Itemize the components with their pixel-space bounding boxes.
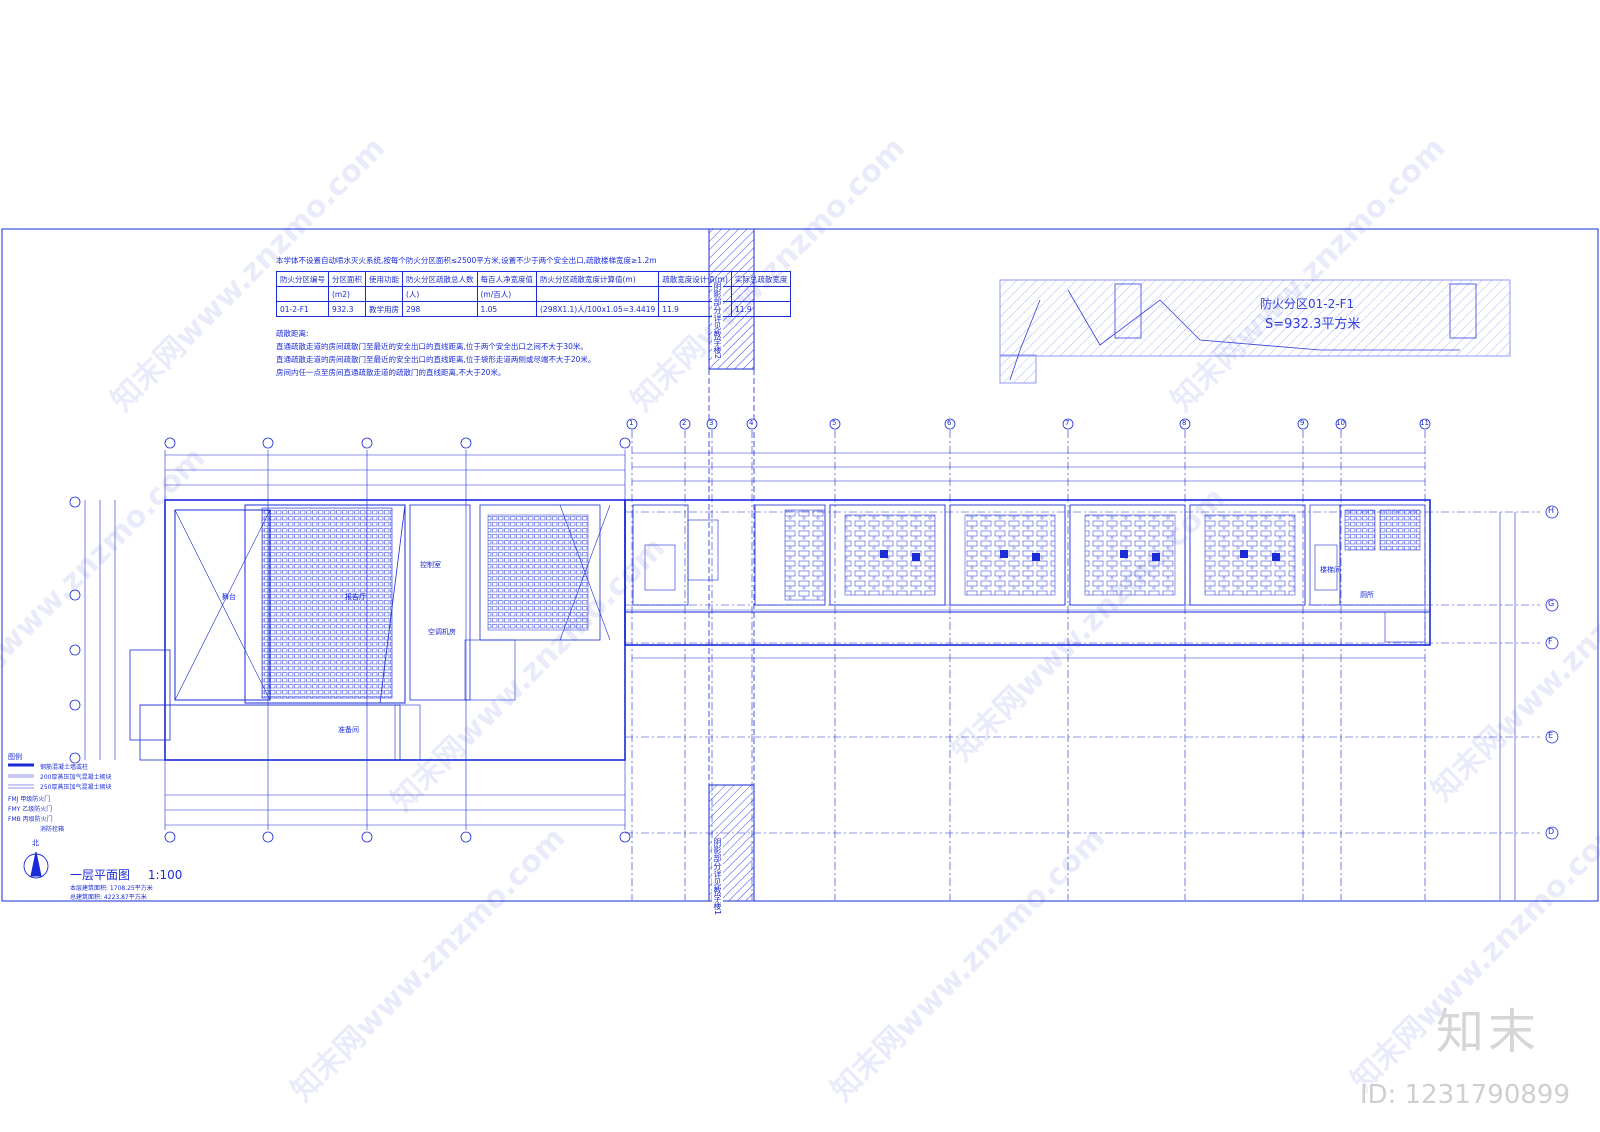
- fire-zone-area: S=932.3平方米: [1265, 317, 1361, 332]
- distance-line: 直通疏散走道的房间疏散门至最近的安全出口的直线距离,位于两个安全出口之间不大于3…: [276, 342, 588, 351]
- north-label: 北: [32, 839, 39, 847]
- table-header: 分区面积: [328, 271, 366, 287]
- legend-item: 200厚蒸压加气混凝土砌块: [40, 774, 112, 781]
- grid-label: 2: [682, 419, 687, 427]
- legend-item: FMJ 甲级防火门: [8, 796, 51, 803]
- fire-zone-diagram: [999, 279, 1511, 357]
- grid-label: 8: [1182, 419, 1187, 427]
- table-cell: 1.05: [476, 301, 537, 317]
- area-line: 本层建筑面积: 1708.25平方米: [70, 885, 153, 892]
- room-label: 准备间: [338, 726, 359, 734]
- legend-item: FMY 乙级防火门: [8, 806, 53, 813]
- legend-item: FMB 丙级防火门: [8, 816, 53, 823]
- drawing-title: 一层平面图 1:100: [70, 866, 182, 883]
- area-line: 总建筑面积: 4223.87平方米: [70, 894, 147, 901]
- right-axis-bubbles: [626, 418, 1559, 840]
- grid-label: 7: [1065, 419, 1070, 427]
- legend-item: 钢筋混凝土墙或柱: [40, 764, 89, 771]
- fire-zone-table: 防火分区编号 分区面积 使用功能 防火分区疏散总人数 每百人净宽度值 防火分区疏…: [276, 271, 792, 317]
- grid-label: 5: [832, 419, 837, 427]
- table-row: (m2) (人) (m/百人): [276, 286, 792, 302]
- room-label: 楼梯间: [1320, 566, 1341, 574]
- area-summary: 本层建筑面积: 1708.25平方米 总建筑面积: 4223.87平方米: [70, 884, 153, 902]
- plan-scale: 1:100: [147, 868, 183, 882]
- north-arrow-icon: [23, 851, 49, 879]
- grid-label: 3: [709, 419, 714, 427]
- grid-label: 11: [1420, 419, 1429, 427]
- left-axis-bubbles: [69, 437, 631, 843]
- left-dimensions: [84, 450, 626, 830]
- fire-zone-label: 防火分区01-2-F1: [1260, 297, 1355, 311]
- sheet-border: [1, 228, 1599, 902]
- classroom-boards: [880, 550, 1280, 561]
- fire-note-heading: 本学体不设置自动喷水灭火系统,按每个防火分区面积≤2500平方米,设置不少于两个…: [276, 256, 657, 265]
- grid-label: H: [1548, 506, 1555, 515]
- room-label: 空调机房: [428, 628, 456, 636]
- table-unit: [276, 286, 329, 302]
- table-unit: [535, 286, 660, 302]
- image-id: ID: 1231790899: [1359, 1080, 1570, 1110]
- distance-title: 疏散距离:: [276, 329, 309, 338]
- table-cell: 932.3: [328, 301, 366, 317]
- table-header: 防火分区疏散总人数: [402, 271, 478, 287]
- table-unit: (m2): [328, 286, 366, 302]
- brand-logo: 知末: [1435, 1004, 1540, 1060]
- classroom-block: [624, 499, 1431, 646]
- plan-title: 一层平面图: [70, 868, 131, 882]
- grid-label: G: [1548, 599, 1555, 608]
- distance-line: 房间内任一点至房间直通疏散走道的疏散门的直线距离,不大于20米。: [276, 368, 506, 377]
- room-label: 控制室: [420, 561, 441, 569]
- table-cell: (298X1.1)人/100x1.05=3.4419: [535, 301, 660, 317]
- distance-line: 直通疏散走道的房间疏散门至最近的安全出口的直线距离,位于袋形走道两侧或尽端不大于…: [276, 355, 596, 364]
- table-row: 防火分区编号 分区面积 使用功能 防火分区疏散总人数 每百人净宽度值 防火分区疏…: [276, 271, 792, 287]
- table-header: 每百人净宽度值: [476, 271, 537, 287]
- grid-label: 9: [1300, 419, 1305, 427]
- table-header: 防火分区疏散宽度计算值(m): [535, 271, 660, 287]
- table-cell: 教学用房: [365, 301, 403, 317]
- table-cell: 11.9: [730, 301, 792, 317]
- grid-label: 1: [629, 419, 634, 427]
- table-header: 使用功能: [365, 271, 403, 287]
- table-unit: (人): [402, 286, 478, 302]
- legend-item: 250厚蒸压加气混凝土砌块: [40, 784, 112, 791]
- table-header: 实际总疏散宽度: [730, 271, 792, 287]
- legend-item: 消防栓箱: [40, 826, 65, 833]
- table-unit: [365, 286, 403, 302]
- hatch-label-bottom: 阴影部分详见教学楼1: [712, 838, 723, 916]
- grid-label: F: [1548, 637, 1553, 646]
- room-label: 报告厅: [345, 593, 366, 601]
- legend-title: 图例: [8, 753, 22, 761]
- grid-label: 10: [1336, 419, 1345, 427]
- hatch-label-top: 阴影部分详见教学楼2: [712, 282, 723, 360]
- legend-swatches: [8, 763, 34, 789]
- right-grid: [625, 430, 1540, 900]
- table-unit: (m/百人): [476, 286, 537, 302]
- table-header: 防火分区编号: [276, 271, 329, 287]
- grid-label: 6: [947, 419, 952, 427]
- grid-label: E: [1548, 731, 1554, 740]
- table-unit: [730, 286, 792, 302]
- room-label: 厕所: [1360, 591, 1374, 599]
- auditorium-block: [129, 499, 626, 761]
- grid-label: 4: [749, 419, 754, 427]
- table-cell: 01-2-F1: [276, 301, 329, 317]
- grid-label: D: [1548, 827, 1555, 836]
- table-cell: 298: [402, 301, 478, 317]
- room-label: 舞台: [222, 593, 236, 601]
